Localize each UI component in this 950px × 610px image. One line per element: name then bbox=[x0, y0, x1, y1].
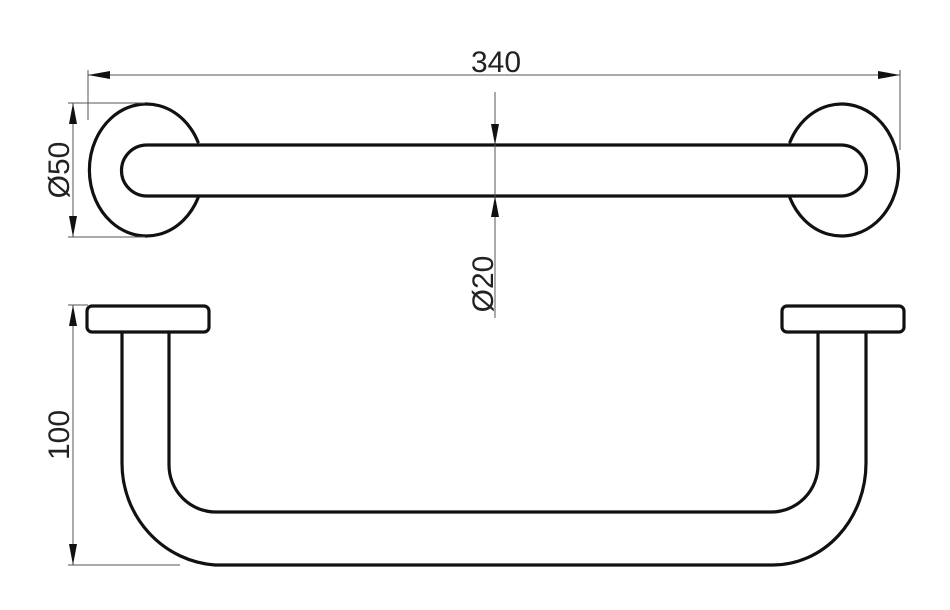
rosette-diameter-label: Ø50 bbox=[43, 142, 76, 199]
top-view bbox=[87, 102, 901, 238]
right-rosette bbox=[788, 102, 901, 238]
left-rosette bbox=[87, 102, 200, 238]
tube-diameter-label: Ø20 bbox=[467, 256, 500, 313]
dimension-tube-diameter: Ø20 bbox=[467, 92, 500, 318]
grab-bar-top bbox=[119, 143, 869, 198]
grab-bar-outer-contour bbox=[120, 330, 868, 567]
dimension-projection: 100 bbox=[43, 304, 180, 566]
front-view bbox=[85, 304, 906, 567]
length-label: 340 bbox=[471, 46, 521, 79]
dimension-length: 340 bbox=[87, 46, 901, 150]
grab-bar-inner-contour bbox=[167, 330, 820, 514]
right-flange bbox=[780, 304, 906, 334]
dimension-rosette-diameter: Ø50 bbox=[43, 102, 145, 238]
projection-label: 100 bbox=[43, 410, 76, 460]
left-flange bbox=[85, 304, 211, 334]
